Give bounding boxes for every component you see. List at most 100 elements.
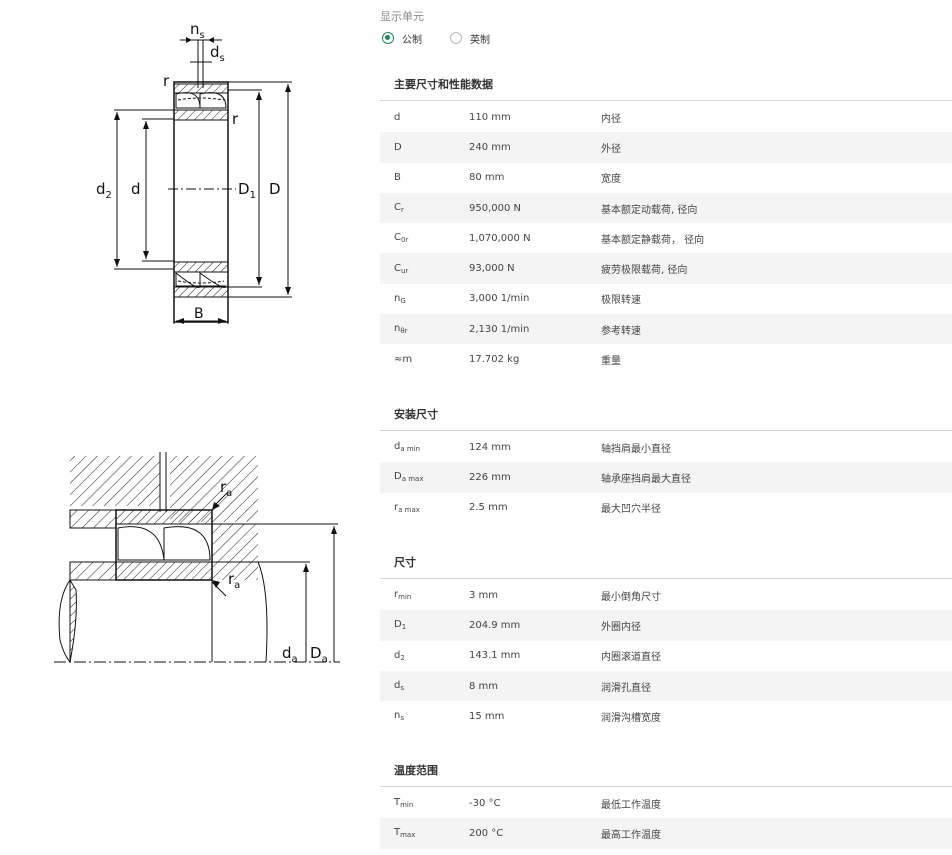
spec-symbol-main: d <box>394 680 401 692</box>
spec-symbol-sub: ur <box>400 266 409 275</box>
spec-value: 200 °C <box>469 827 504 839</box>
units-option-imperial[interactable]: 英制 <box>450 31 490 46</box>
spec-value: 80 mm <box>469 172 505 184</box>
spec-description: 轴挡肩最小直径 <box>601 443 671 455</box>
spec-symbol-sub: r <box>400 206 404 215</box>
radio-checked-icon[interactable] <box>382 32 394 44</box>
spec-value: 204.9 mm <box>469 619 521 631</box>
label-r-right: r <box>232 110 239 128</box>
label-ds: ds <box>210 43 225 64</box>
spec-value: 3,000 1/min <box>469 293 530 305</box>
spec-description: 重量 <box>601 356 621 368</box>
spec-symbol-main: r <box>394 501 399 513</box>
spec-symbol-sub: 2 <box>400 653 405 662</box>
mounting-drawing: ra ra da Da <box>54 452 340 665</box>
label-D: D <box>269 180 281 198</box>
spec-description: 外径 <box>601 143 621 155</box>
spec-value: 240 mm <box>469 141 511 153</box>
spec-symbol-main: C <box>394 232 401 244</box>
spec-symbol: ds <box>380 680 469 692</box>
spec-symbol-sub: min <box>400 801 414 810</box>
spec-symbol-sub: 0r <box>400 236 409 245</box>
spec-symbol: D <box>380 142 469 153</box>
spec-description: 内径 <box>601 113 621 125</box>
label-ns: ns <box>190 20 205 41</box>
spec-description: 最小倒角尺寸 <box>601 591 661 603</box>
spec-description: 最低工作温度 <box>601 799 661 811</box>
spec-symbol-main: T <box>394 827 401 839</box>
spec-description: 基本额定静载荷， 径向 <box>601 234 705 246</box>
section-title: 主要尺寸和性能数据 <box>380 72 952 101</box>
spec-symbol: ns <box>380 710 469 722</box>
label-Da: Da <box>310 644 328 665</box>
spec-symbol: d2 <box>380 650 469 662</box>
spec-symbol-sub: G <box>400 296 406 305</box>
spec-description: 润滑孔直径 <box>601 682 651 694</box>
spec-symbol: Da max <box>380 471 469 483</box>
spec-symbol: Tmax <box>380 827 469 839</box>
spec-symbol: ra max <box>380 502 469 514</box>
units-option-label: 公制 <box>402 34 422 46</box>
spec-symbol-main: d <box>394 441 401 453</box>
spec-row: D 240 mm 外径 <box>380 132 952 163</box>
spec-symbol: d <box>380 112 469 123</box>
spec-value: 17.702 kg <box>469 354 520 366</box>
spec-symbol: Tmin <box>380 797 469 809</box>
spec-symbol-sub: 1 <box>401 623 407 632</box>
bearing-section-drawing: ns ds r r d2 d D1 D B <box>96 20 292 324</box>
spec-value: 1,070,000 N <box>469 232 531 244</box>
spec-symbol-main: n <box>394 292 401 304</box>
section-title: 尺寸 <box>380 550 952 579</box>
radio-unchecked-icon[interactable] <box>450 32 462 44</box>
spec-description: 宽度 <box>601 174 621 186</box>
spec-symbol-sub: θr <box>400 327 408 336</box>
spec-symbol-sub: a max <box>398 505 420 514</box>
label-D1: D1 <box>238 180 256 201</box>
label-ra-bottom: ra <box>228 570 240 591</box>
spec-row: D1 204.9 mm 外圈内径 <box>380 610 952 641</box>
section-title: 温度范围 <box>380 758 952 787</box>
spec-value: 8 mm <box>469 680 499 692</box>
spec-symbol-sub: a max <box>401 475 424 484</box>
label-ra-top: ra <box>220 478 232 499</box>
spec-symbol-main: r <box>394 589 399 601</box>
spec-row: B 80 mm 宽度 <box>380 163 952 193</box>
spec-symbol-main: D <box>394 141 402 153</box>
spec-value: 15 mm <box>469 710 505 722</box>
spec-value: 950,000 N <box>469 202 522 214</box>
spec-value: 3 mm <box>469 589 499 601</box>
units-option-label: 英制 <box>470 34 490 46</box>
spec-value: 143.1 mm <box>469 650 521 662</box>
label-B: B <box>194 306 204 322</box>
label-da: da <box>282 644 298 665</box>
spec-symbol: C0r <box>380 232 469 244</box>
spec-symbol-sub: s <box>400 684 405 693</box>
units-label: 显示单元 <box>380 10 424 23</box>
spec-symbol-main: d <box>394 649 401 661</box>
units-option-metric[interactable]: 公制 <box>382 31 422 46</box>
spec-description: 最高工作温度 <box>601 829 661 841</box>
spec-description: 疲劳极限载荷, 径向 <box>601 265 688 277</box>
spec-symbol-main: B <box>394 172 401 184</box>
spec-value: 226 mm <box>469 471 511 483</box>
spec-symbol-sub: s <box>400 714 404 723</box>
spec-symbol: nθr <box>380 323 469 335</box>
label-r-top: r <box>163 72 170 90</box>
spec-symbol: Cur <box>380 263 469 275</box>
spec-symbol-main: D <box>394 619 402 631</box>
spec-description: 外圈内径 <box>601 621 641 633</box>
bearing-drawings: ns ds r r d2 d D1 D B <box>0 0 370 855</box>
spec-symbol-main: T <box>394 797 401 809</box>
spec-symbol: ≈m <box>380 354 469 365</box>
